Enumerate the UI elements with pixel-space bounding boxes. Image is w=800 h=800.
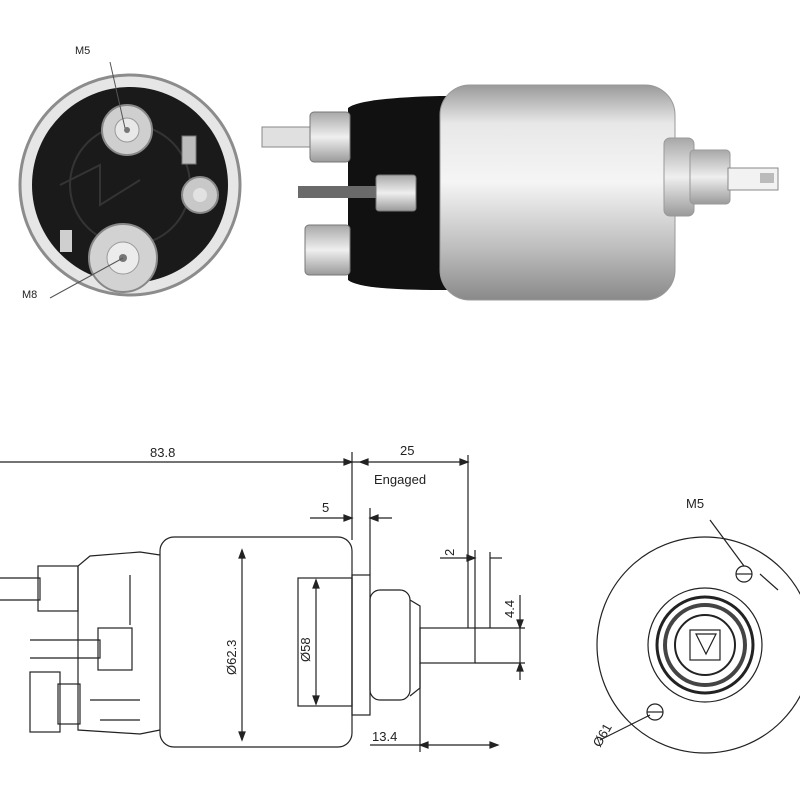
dim-inner-diameter: Ø58	[298, 637, 313, 662]
side-drawing-labels: 83.8 25 Engaged 5 Ø62.3 Ø58 2 4.4 13.4	[150, 443, 517, 744]
side-view-photo	[261, 84, 779, 301]
label-thread: M5	[686, 496, 704, 511]
label-m8-photo: M8	[22, 289, 37, 301]
solenoid-body-outline	[159, 536, 353, 748]
dim-plunger-width: 4.4	[502, 600, 517, 618]
terminal-small	[181, 135, 219, 214]
dim-overall: 83.8	[150, 445, 175, 460]
end-drawing	[596, 519, 800, 754]
end-view-photo: M5 M8	[18, 45, 242, 301]
dim-stroke: 25	[400, 443, 414, 458]
label-m5-photo: M5	[75, 45, 90, 57]
dim-stroke-caption: Engaged	[374, 472, 426, 487]
end-outer-circle	[596, 536, 800, 754]
dim-body-diameter: Ø62.3	[224, 640, 239, 675]
dim-gap: 5	[322, 500, 329, 515]
side-drawing	[0, 452, 525, 752]
dim-plunger-offset: 2	[442, 549, 457, 556]
terminal-m5	[101, 104, 153, 156]
dim-plunger-length: 13.4	[372, 729, 397, 744]
